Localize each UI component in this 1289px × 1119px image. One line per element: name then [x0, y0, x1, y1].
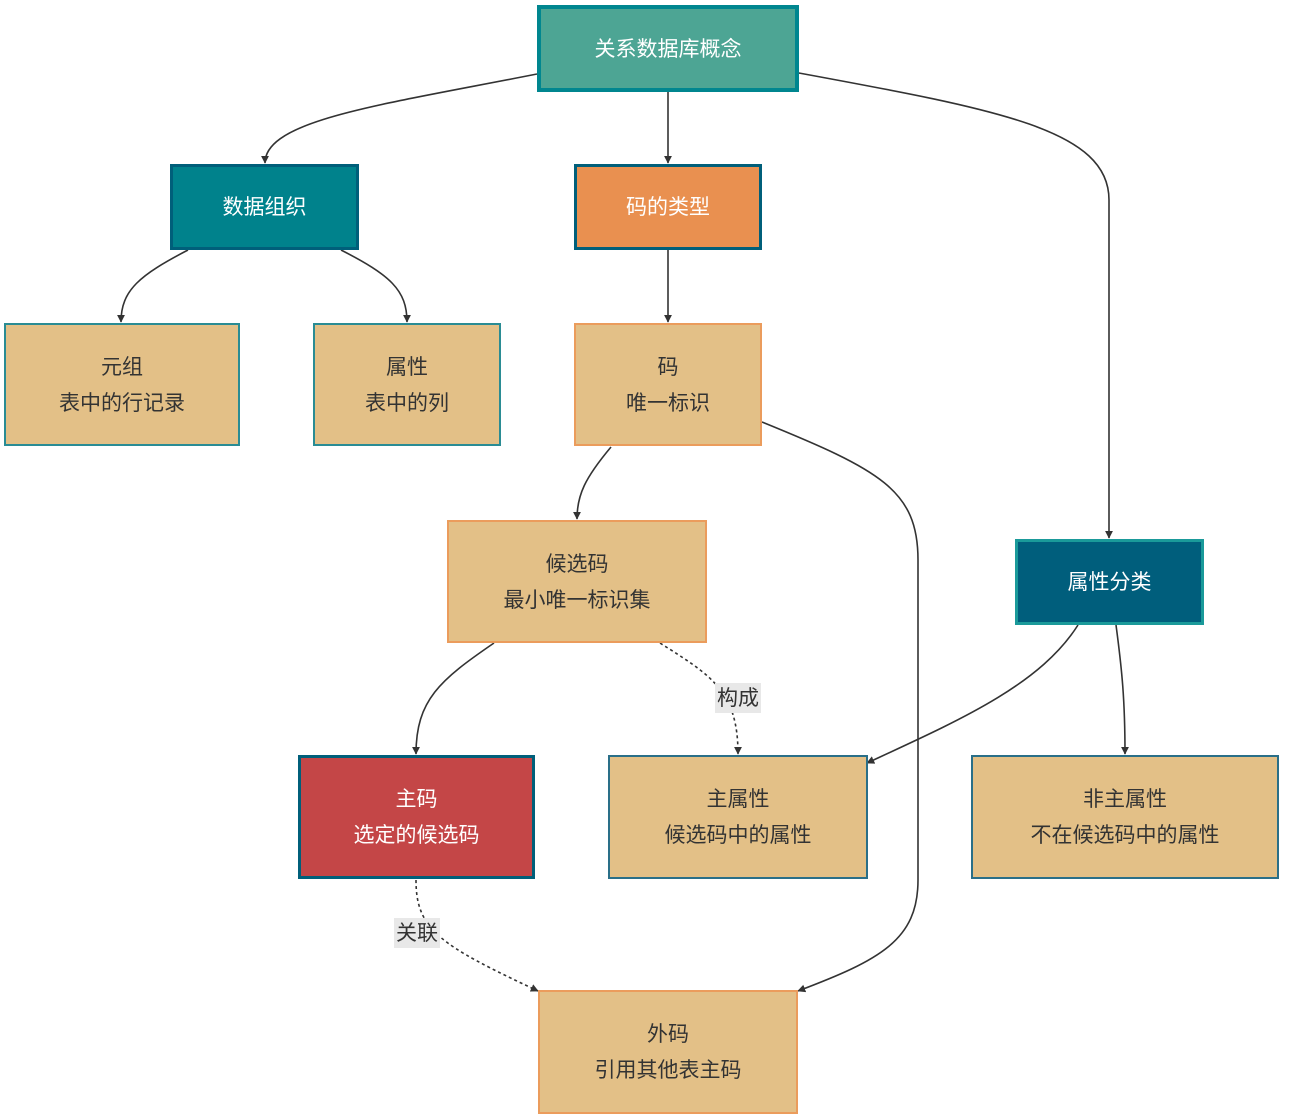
node-root-label: 关系数据库概念 — [594, 36, 742, 61]
node-data-org[interactable]: 数据组织 — [170, 164, 359, 250]
edge-attr-class-to-nonprime-attr — [1115, 624, 1129, 755]
node-candidate-key-title: 候选码 — [545, 551, 609, 576]
node-nonprime-attr[interactable]: 非主属性 不在候选码中的属性 — [971, 755, 1279, 879]
node-key[interactable]: 码 唯一标识 — [574, 323, 762, 446]
node-tuple-desc: 表中的行记录 — [59, 390, 185, 415]
node-tuple-title: 元组 — [101, 354, 143, 379]
node-nonprime-attr-title: 非主属性 — [1083, 787, 1167, 811]
edge-root-to-attr-class — [798, 72, 1113, 539]
node-attribute-title: 属性 — [386, 354, 428, 379]
edge-attr-class-to-prime-attr — [866, 624, 1079, 764]
node-key-types-label: 码的类型 — [626, 195, 710, 219]
edge-label-associate: 关联 — [394, 918, 440, 948]
edge-label-compose: 构成 — [715, 683, 761, 713]
edge-key-to-candidate-key — [573, 446, 612, 520]
node-key-title: 码 — [657, 354, 679, 379]
node-foreign-key-desc: 引用其他表主码 — [594, 1058, 742, 1082]
edge-data-org-to-attribute — [340, 249, 411, 323]
node-attribute-desc: 表中的列 — [365, 390, 449, 415]
node-primary-key[interactable]: 主码 选定的候选码 — [298, 755, 535, 879]
node-foreign-key[interactable]: 外码 引用其他表主码 — [538, 990, 798, 1114]
edge-key-to-foreign-key — [761, 421, 919, 993]
node-attribute[interactable]: 属性 表中的列 — [313, 323, 501, 446]
node-key-types[interactable]: 码的类型 — [574, 164, 762, 250]
node-candidate-key[interactable]: 候选码 最小唯一标识集 — [447, 520, 707, 643]
node-attr-class[interactable]: 属性分类 — [1015, 539, 1204, 625]
node-candidate-key-desc: 最小唯一标识集 — [503, 587, 651, 612]
node-nonprime-attr-desc: 不在候选码中的属性 — [1030, 823, 1220, 847]
node-key-desc: 唯一标识 — [626, 390, 710, 415]
node-data-org-label: 数据组织 — [222, 195, 307, 219]
node-primary-key-title: 主码 — [395, 787, 438, 811]
node-tuple[interactable]: 元组 表中的行记录 — [4, 323, 240, 446]
node-primary-key-desc: 选定的候选码 — [353, 823, 480, 847]
edge-candidate-to-primary — [412, 642, 495, 755]
node-prime-attr-title: 主属性 — [706, 787, 770, 811]
node-foreign-key-title: 外码 — [647, 1022, 689, 1046]
node-prime-attr[interactable]: 主属性 候选码中的属性 — [608, 755, 868, 879]
node-attr-class-label: 属性分类 — [1067, 570, 1152, 594]
node-root[interactable]: 关系数据库概念 — [537, 5, 799, 92]
edge-data-org-to-tuple — [117, 249, 189, 323]
edge-root-to-data-org — [261, 73, 538, 164]
node-prime-attr-desc: 候选码中的属性 — [664, 823, 812, 847]
